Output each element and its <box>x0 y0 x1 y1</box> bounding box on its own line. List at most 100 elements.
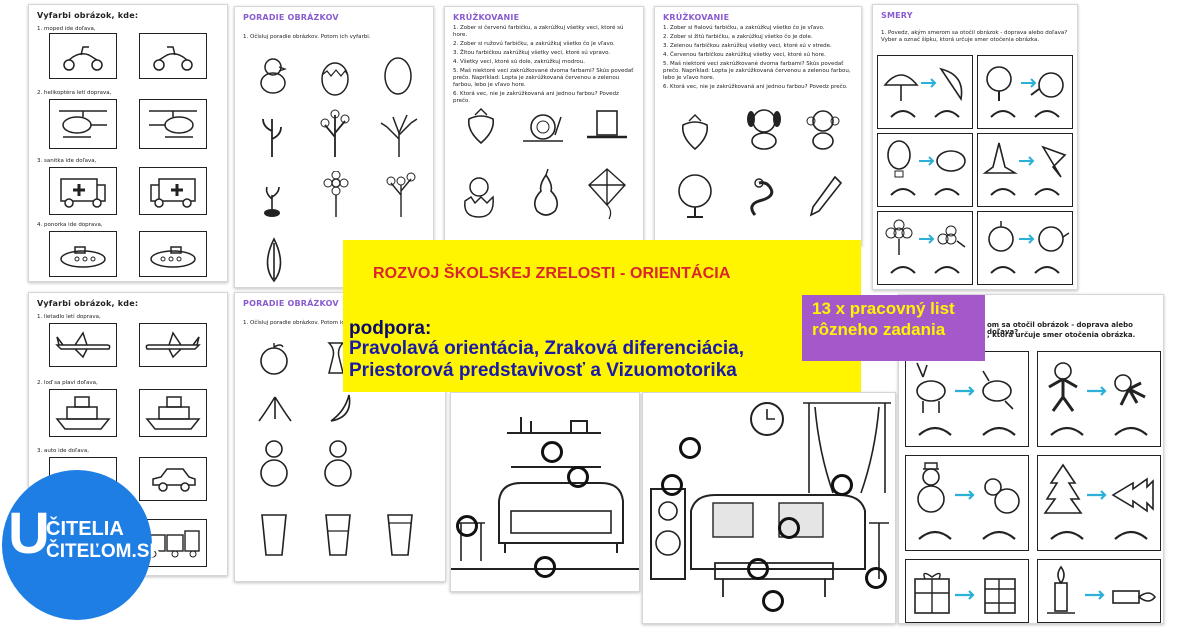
top-hat-icon <box>585 107 629 145</box>
egg-icon <box>381 51 415 97</box>
picture-box <box>139 33 207 79</box>
glass-half-icon <box>323 511 353 559</box>
circle-marker <box>831 474 853 496</box>
worksheet-heading: KRÚŽKOVANIE <box>663 13 730 22</box>
christmas-tree-rotation-icon <box>1041 461 1157 547</box>
snowman-rotation-icon <box>909 461 1025 547</box>
worksheet-item: 2. helikoptéra letí doprava, <box>37 90 112 96</box>
worksheet-circling-2: KRÚŽKOVANIE 1. Zober si fialovú farbičku… <box>654 6 862 246</box>
ucitelia-logo: U ČITELIA ČITEĽOM.SK <box>2 470 163 620</box>
tree-rotation-icon <box>981 59 1069 125</box>
picture-box <box>139 231 207 277</box>
banner-skill-line: Priestorová predstavivosť a Vizuomotorik… <box>349 360 737 381</box>
banner-title: ROZVOJ ŠKOLSKEJ ZRELOSTI - ORIENTÁCIA <box>373 265 731 282</box>
worksheet-item: 4. ponorka ide doprava, <box>37 222 103 228</box>
snowman-small-icon <box>259 439 289 489</box>
banana-peel-icon <box>255 393 295 425</box>
logo-initial: U <box>8 501 50 566</box>
worksheet-heading: PORADIE OBRÁZKOV <box>243 299 339 308</box>
logo-text-line: ČITELIA <box>46 518 124 540</box>
circle-marker <box>541 441 563 463</box>
picture-box <box>139 99 207 149</box>
bare-tree-icon <box>377 109 421 159</box>
witch-hat-rotation-icon <box>981 137 1069 203</box>
sapling-icon <box>257 111 287 159</box>
flower-rotation-icon <box>881 215 969 281</box>
airplane-icon <box>143 331 203 359</box>
worksheet-directions: SMERY 1. Povedz, akým smerom sa otočil o… <box>872 4 1078 290</box>
circle-marker <box>679 437 701 459</box>
worksheet-vehicles-direction-2: Vyfarbi obrázok, kde: 1. lietadlo letí d… <box>28 292 228 576</box>
worksheet-instruction: , ktorá určuje smer otočenia obrázka. <box>987 331 1136 339</box>
worksheet-heading: SMERY <box>881 11 913 20</box>
moped-icon <box>149 41 197 71</box>
glass-icon <box>259 511 289 559</box>
worksheet-instruction: 6. Ktorá vec, nie je zakrúžkovaná ani je… <box>453 91 619 104</box>
worksheet-instruction: 5. Maš niektoré veci zakrúžkované dvoma … <box>453 68 634 88</box>
helicopter-icon <box>55 107 111 141</box>
apple-icon <box>257 341 291 377</box>
submarine-icon <box>147 241 199 269</box>
worksheet-instruction: 1. Povedz, akým smerom sa otočil obrázok… <box>881 30 1068 43</box>
gift-rotation-icon <box>909 565 1025 619</box>
worksheet-count-badge: 13 x pracovný list rôzneho zadania <box>802 295 985 361</box>
ship-icon <box>55 393 111 433</box>
worksheet-heading: KRÚŽKOVANIE <box>453 13 520 22</box>
worksheet-instruction: 1. Očísluj poradie obrázkov. Potom ich <box>243 320 348 326</box>
banner-support-label: podpora: <box>349 318 432 339</box>
pear-icon <box>529 167 563 219</box>
worksheet-item: 2. loď sa plaví doľava, <box>37 380 98 386</box>
snowman-icon <box>323 439 353 489</box>
worksheet-circling-1: KRÚŽKOVANIE 1. Zober si červenú farbičku… <box>444 6 644 246</box>
worksheet-instruction: 4. Všetky veci, ktoré sú dole, zakrúžkuj… <box>453 59 585 65</box>
flower-icon <box>321 171 351 219</box>
umbrella-rotation-icon <box>881 59 969 125</box>
seedling-icon <box>257 179 287 219</box>
apple-rotation-icon <box>981 215 1069 281</box>
chick-icon <box>253 53 293 97</box>
dog-icon <box>743 105 785 151</box>
car-icon <box>151 467 197 493</box>
circle-marker <box>778 517 800 539</box>
worksheet-instruction: 3. Zelenou farbičkou zakrúžkuj všetky ve… <box>663 43 832 49</box>
living-room-illustration <box>643 393 895 623</box>
count-badge-line: rôzneho zadania <box>812 320 946 339</box>
chick-egg-icon <box>459 173 499 219</box>
worksheet-instruction: 5. Maš niektoré veci zakrúžkované dvoma … <box>663 61 851 81</box>
worksheet-instruction: om sa otočil obrázok - doprava alebo doľ… <box>987 321 1133 336</box>
worksheet-heading: PORADIE OBRÁZKOV <box>243 13 339 22</box>
moped-icon <box>59 41 107 71</box>
circle-marker <box>567 466 589 488</box>
worksheet-instruction: 4. Červenou farbičkou zakrúžkuj všetky v… <box>663 52 826 58</box>
worksheet-living-room-2 <box>642 392 896 624</box>
submarine-icon <box>57 241 109 269</box>
worksheet-instruction: 1. Očísluj poradie obrázkov. Potom ich v… <box>243 34 371 40</box>
ambulance-icon <box>147 173 199 209</box>
worksheet-instruction: 3. Žltou farbičkou zakrúžkuj všetky veci… <box>453 50 611 56</box>
snake-icon <box>745 175 785 219</box>
pencil-icon <box>809 173 843 219</box>
reindeer-rotation-icon <box>909 357 1025 443</box>
worksheet-vehicles-direction: Vyfarbi obrázok, kde: 1. moped ide doľav… <box>28 4 228 282</box>
circle-marker <box>534 556 556 578</box>
tree-icon <box>315 109 355 159</box>
circle-marker <box>661 474 683 496</box>
living-room-illustration <box>451 393 639 591</box>
airplane-icon <box>53 331 113 359</box>
picture-box <box>49 231 117 277</box>
circle-marker <box>456 515 478 537</box>
kite-icon <box>585 167 629 221</box>
worksheet-instruction: 2. Zober si žltú farbičku, a zakrúžkuj v… <box>663 34 813 40</box>
worksheet-item: 1. lietadlo letí doprava, <box>37 314 101 320</box>
banana-icon <box>325 391 355 425</box>
ambulance-icon <box>57 173 109 209</box>
strawberry-icon <box>679 111 711 151</box>
strawberry-icon <box>465 105 497 145</box>
circle-marker <box>747 558 769 580</box>
circle-marker <box>762 590 784 612</box>
worksheet-heading: Vyfarbi obrázok, kde: <box>37 299 139 308</box>
ship-icon <box>145 393 201 433</box>
logo-text-line: ČITEĽOM.SK <box>46 541 164 562</box>
worksheet-item: 1. moped ide doľava, <box>37 26 96 32</box>
worksheet-item: 3. auto ide doľava, <box>37 448 89 454</box>
